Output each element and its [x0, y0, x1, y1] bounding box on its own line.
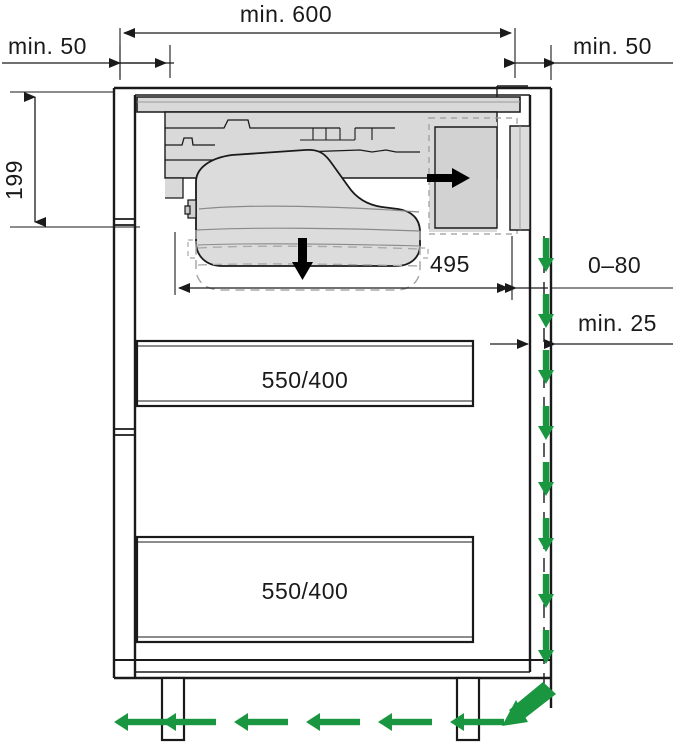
hood-lowered-outline	[187, 230, 429, 291]
airflow-left-arrows	[114, 713, 504, 731]
label-min-50-right: min. 50	[573, 33, 652, 59]
label-drawer-upper: 550/400	[262, 367, 349, 393]
drawer-upper	[135, 339, 475, 408]
airflow-diagonal-arrow	[502, 682, 556, 726]
dimension-rear-gap	[445, 240, 673, 300]
leg-right	[455, 676, 481, 742]
label-495: 495	[430, 251, 470, 277]
dimension-top-width	[119, 28, 516, 78]
plinth-legs	[160, 676, 481, 742]
label-0-80: 0–80	[588, 252, 641, 278]
drawer-lower	[135, 535, 475, 644]
hood-left-latch	[184, 199, 197, 219]
hood-left-shoulder	[165, 177, 184, 199]
duct-slide-envelope	[428, 117, 518, 235]
label-drawer-lower: 550/400	[262, 578, 349, 604]
slide-right-arrow	[427, 168, 470, 188]
hood-top-notch	[165, 119, 300, 129]
hood-drum-body	[195, 148, 421, 267]
lower-down-arrow	[292, 238, 313, 280]
cabinet-carcass	[112, 86, 553, 708]
appliance-hood-assembly	[136, 85, 531, 291]
label-199: 199	[1, 160, 27, 200]
label-min-50-left: min. 50	[8, 33, 87, 59]
hood-vent-ribs	[300, 127, 395, 141]
dimension-height-199	[10, 91, 140, 228]
leg-left	[160, 676, 186, 742]
dimension-right-gap	[504, 45, 673, 80]
dimension-left-gap	[2, 45, 174, 80]
hood-top-cover	[136, 96, 521, 113]
label-min-25: min. 25	[578, 310, 657, 336]
label-min-600: min. 600	[240, 1, 332, 27]
hood-left-tab	[165, 137, 215, 146]
